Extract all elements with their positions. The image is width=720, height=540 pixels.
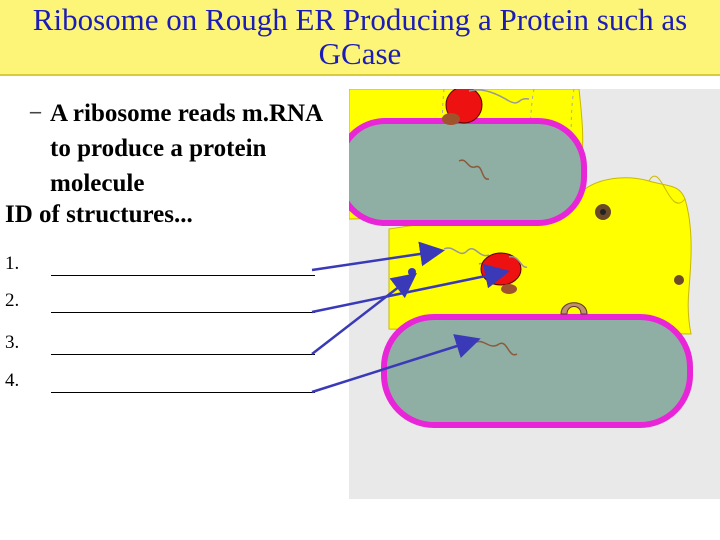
rough-er-drawing bbox=[349, 89, 720, 499]
answer-blank-2: 2. bbox=[5, 290, 325, 320]
blank-number: 1. bbox=[5, 253, 19, 275]
bullet-text: A ribosome reads m.RNA to produce a prot… bbox=[50, 96, 340, 201]
id-structures-heading: ID of structures... bbox=[5, 201, 193, 229]
answer-blank-1: 1. bbox=[5, 253, 325, 283]
blank-number: 2. bbox=[5, 290, 19, 312]
slide-title: Ribosome on Rough ER Producing a Protein… bbox=[33, 2, 687, 71]
answer-blank-3: 3. bbox=[5, 332, 325, 362]
slide-title-bar: Ribosome on Rough ER Producing a Protein… bbox=[0, 0, 720, 76]
er-cisterna-lower bbox=[384, 317, 690, 425]
blank-line bbox=[51, 275, 315, 276]
blank-line bbox=[51, 312, 315, 313]
er-cisterna-upper bbox=[349, 121, 584, 223]
blank-line bbox=[51, 392, 315, 393]
bullet-marker: – bbox=[30, 98, 41, 124]
rough-er-illustration bbox=[349, 89, 720, 499]
blank-line bbox=[51, 354, 315, 355]
vesicle-dot bbox=[674, 275, 684, 285]
blank-number: 3. bbox=[5, 332, 19, 354]
blank-number: 4. bbox=[5, 370, 19, 392]
answer-blank-4: 4. bbox=[5, 370, 325, 400]
